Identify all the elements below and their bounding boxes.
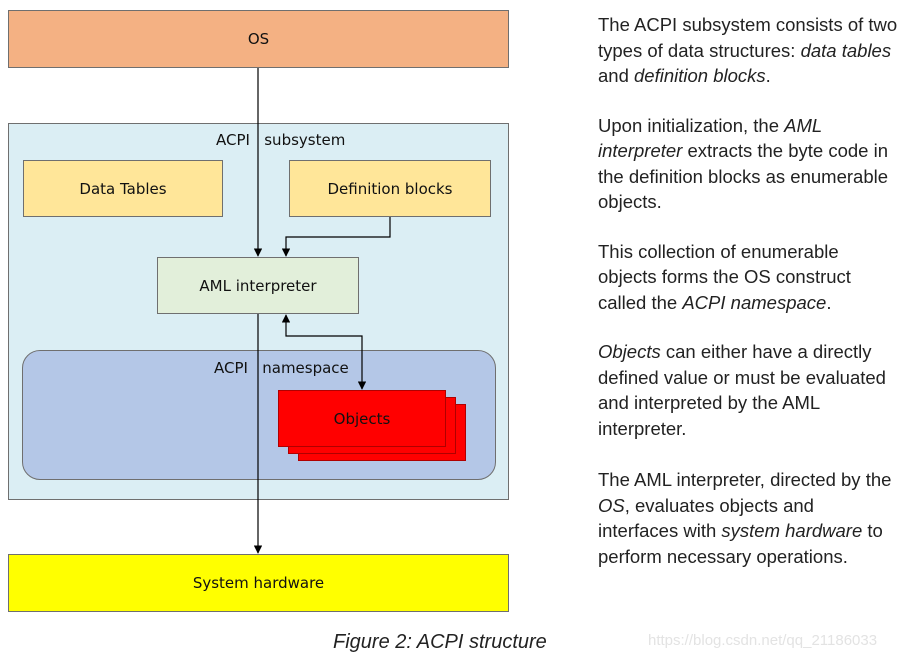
text-run: , evaluates objects and interfaces with — [598, 494, 814, 542]
text-run: can either have a directly defined value… — [598, 341, 886, 439]
description-text: The ACPI subsystem consists of two types… — [598, 12, 898, 593]
watermark: https://blog.csdn.net/qq_21186033 — [648, 632, 878, 649]
description-paragraph-1: The ACPI subsystem consists of two types… — [598, 12, 898, 89]
data-tables-label: Data Tables — [79, 179, 167, 198]
text-run: extracts the byte code in the definition… — [598, 140, 889, 212]
emphasis-definition-blocks: definition blocks — [634, 65, 766, 86]
acpi-namespace-title: ACPI namespace — [214, 359, 349, 377]
objects-label: Objects — [333, 409, 391, 428]
system-hardware-box: System hardware — [8, 554, 509, 612]
description-paragraph-4: Objects can either have a directly defin… — [598, 339, 898, 441]
aml-interpreter-box: AML interpreter — [157, 257, 359, 314]
text-run: Upon initialization, the — [598, 114, 785, 136]
os-label: OS — [247, 30, 270, 48]
emphasis-objects: Objects — [598, 341, 661, 362]
aml-interpreter-label: AML interpreter — [199, 276, 317, 295]
text-run: The AML interpreter, directed by the — [598, 469, 892, 490]
text-run: . — [765, 65, 771, 86]
objects-box: Objects — [278, 390, 446, 447]
emphasis-acpi-namespace: ACPI namespace — [682, 291, 827, 313]
definition-blocks-label: Definition blocks — [327, 179, 453, 198]
figure-caption: Figure 2: ACPI structure — [333, 631, 547, 653]
emphasis-aml-interpreter: AML interpreter — [598, 114, 822, 162]
definition-blocks-box: Definition blocks — [289, 160, 491, 217]
text-run: and — [598, 65, 635, 86]
system-hardware-label: System hardware — [192, 574, 325, 592]
emphasis-data-tables: data tables — [800, 39, 892, 61]
text-run: This collection of enumerable objects fo… — [598, 240, 851, 313]
emphasis-system-hardware: system hardware — [721, 520, 863, 541]
text-run: to perform necessary operations. — [598, 520, 883, 567]
description-paragraph-3: This collection of enumerable objects fo… — [598, 239, 898, 316]
emphasis-os: OS — [598, 494, 625, 516]
acpi-subsystem-title: ACPI subsystem — [216, 131, 346, 149]
text-run: . — [826, 291, 832, 313]
os-box: OS — [8, 10, 509, 68]
description-paragraph-5: The AML interpreter, directed by the OS,… — [598, 467, 898, 569]
data-tables-box: Data Tables — [23, 160, 223, 217]
description-paragraph-2: Upon initialization, the AML interpreter… — [598, 113, 898, 215]
text-run: The ACPI subsystem consists of two types… — [598, 14, 898, 61]
